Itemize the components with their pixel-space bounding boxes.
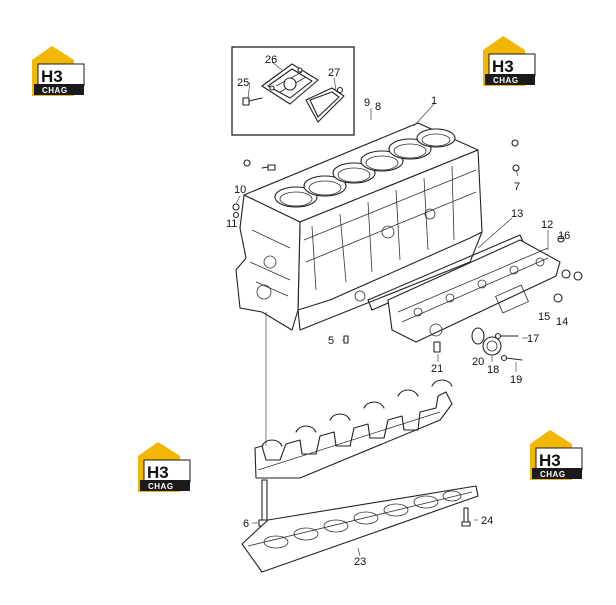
callout-13: 13 [511, 208, 523, 220]
main-bearing-caps [254, 335, 453, 527]
callout-10: 10 [234, 184, 246, 196]
watermark-logo-top-right: H3 CHAG [483, 36, 536, 86]
callout-23: 23 [354, 556, 366, 568]
callout-5: 5 [328, 335, 334, 347]
side-cover-assembly [367, 234, 583, 362]
callout-21: 21 [431, 363, 443, 375]
inset-cover-detail [231, 46, 355, 136]
watermark-logo-mid-right: H3 CHAG [530, 430, 583, 480]
svg-text:H3: H3 [41, 67, 63, 86]
svg-text:CHAG: CHAG [540, 470, 566, 479]
callout-18: 18 [487, 364, 499, 376]
callout-11: 11 [226, 218, 237, 230]
callout-1: 1 [431, 95, 437, 107]
callout-numbers: 1 5 6 7 8 9 10 11 12 13 14 15 16 17 18 1… [226, 54, 570, 568]
callout-8: 8 [375, 101, 381, 113]
callout-12: 12 [541, 219, 553, 231]
callout-25: 25 [237, 77, 249, 89]
callout-26: 26 [265, 54, 277, 66]
oil-pan-plate [241, 485, 479, 573]
svg-text:CHAG: CHAG [493, 76, 519, 85]
callout-27: 27 [328, 67, 340, 79]
svg-text:CHAG: CHAG [42, 86, 68, 95]
watermark-logo-mid-left: H3 CHAG [138, 442, 191, 492]
callout-24: 24 [481, 515, 493, 527]
svg-text:CHAG: CHAG [148, 482, 174, 491]
svg-text:H3: H3 [147, 463, 169, 482]
callout-15: 15 [538, 311, 550, 323]
callout-7: 7 [514, 181, 520, 193]
callout-9: 9 [364, 97, 370, 109]
svg-text:H3: H3 [492, 57, 514, 76]
callout-19: 19 [510, 374, 522, 386]
svg-text:H3: H3 [539, 451, 561, 470]
leader-lines [235, 61, 549, 557]
callout-16: 16 [558, 230, 570, 242]
callout-17: 17 [527, 333, 539, 345]
engine-block [232, 122, 520, 331]
callout-6: 6 [243, 518, 249, 530]
callout-14: 14 [556, 316, 568, 328]
callout-20: 20 [472, 356, 484, 368]
watermark-logo-top-left: H3 CHAG [32, 46, 85, 96]
